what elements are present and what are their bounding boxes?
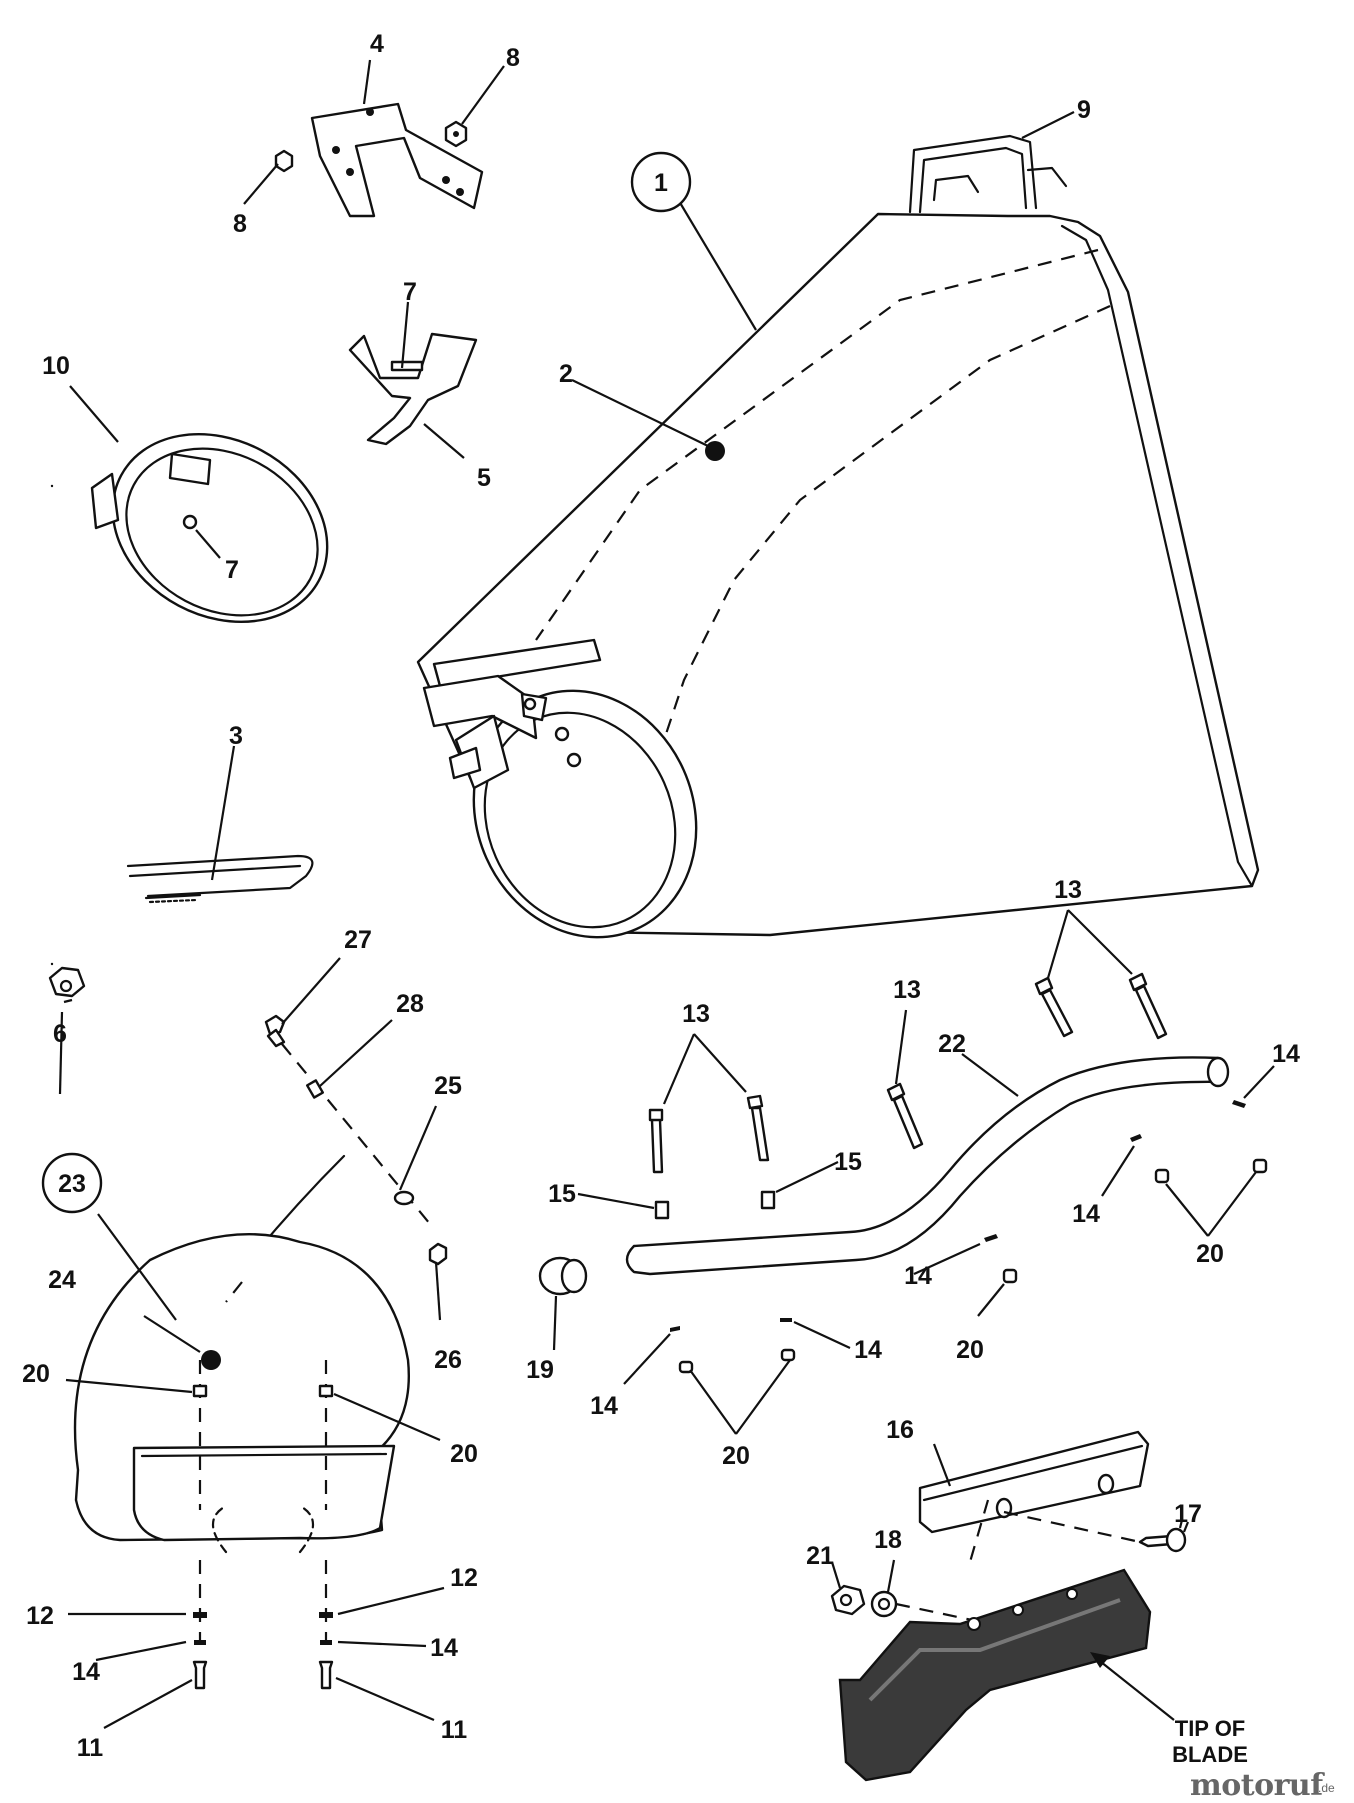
bushing-19 [538, 1256, 588, 1296]
callout-20-a: 20 [1196, 1240, 1224, 1268]
callout-8-top: 8 [506, 44, 520, 72]
bolt-path-18 [895, 1602, 973, 1622]
callout-14-b: 14 [1072, 1200, 1100, 1228]
nut-8-right [444, 120, 468, 148]
reference-dot-24 [201, 1350, 221, 1370]
nut-8-left [274, 149, 294, 173]
callout-10: 10 [42, 352, 70, 380]
watermark-suffix: .de [1318, 1781, 1335, 1795]
bracket-16 [918, 1430, 1150, 1534]
tube-22 [625, 1056, 1230, 1276]
callout-18: 18 [874, 1526, 902, 1554]
callout-24: 24 [48, 1266, 76, 1294]
callout-17: 17 [1174, 1500, 1202, 1528]
callout-circle-1 [630, 151, 692, 213]
watermark-logo: motoruf [1190, 1768, 1323, 1803]
bolt-path-17 [1003, 1510, 1141, 1544]
blade-label-line2: BLADE [1172, 1742, 1248, 1767]
callout-13-a: 13 [682, 1000, 710, 1028]
callout-7-ring: 7 [225, 556, 239, 584]
callout-27: 27 [344, 926, 372, 954]
callout-19: 19 [526, 1356, 554, 1384]
callout-4: 4 [370, 30, 384, 58]
callout-circle-23 [41, 1152, 103, 1214]
blade-label-line1: TIP OF [1175, 1716, 1246, 1741]
callout-12-right: 12 [450, 1564, 478, 1592]
bolt-17 [1138, 1527, 1187, 1553]
callout-14-e: 14 [854, 1336, 882, 1364]
callout-28: 28 [396, 990, 424, 1018]
nut-6 [48, 484, 86, 998]
callout-5: 5 [477, 464, 491, 492]
callout-26: 26 [434, 1346, 462, 1374]
callout-7-top: 7 [403, 278, 417, 306]
callout-12-left: 12 [26, 1602, 54, 1630]
bracket-5 [348, 332, 478, 446]
callout-14-f: 14 [72, 1658, 100, 1686]
spacers-15 [654, 1190, 776, 1220]
rod-3 [126, 854, 314, 904]
callout-20-c: 20 [722, 1442, 750, 1470]
lockwasher-18 [870, 1590, 898, 1618]
nuts-20-and-washers-14 [670, 1100, 1268, 1374]
callout-1: 1 [654, 169, 668, 197]
blade-arrow [1095, 1657, 1175, 1721]
callout-22: 22 [938, 1030, 966, 1058]
callout-11-left: 11 [77, 1734, 104, 1762]
reference-dot-2 [705, 441, 725, 461]
callout-9: 9 [1077, 96, 1091, 124]
callout-15-left: 15 [548, 1180, 576, 1208]
callout-14-d: 14 [590, 1392, 618, 1420]
blade-tip [838, 1568, 1152, 1782]
callout-13-c: 13 [1054, 876, 1082, 904]
callout-8-left: 8 [233, 210, 247, 238]
deflector-23 [73, 1233, 410, 1690]
chute-assembly-1 [416, 134, 1260, 939]
callout-20-b: 20 [956, 1336, 984, 1364]
callout-14-g: 14 [430, 1634, 458, 1662]
callout-14-a: 14 [1272, 1040, 1300, 1068]
callout-23: 23 [58, 1170, 86, 1198]
callout-16: 16 [886, 1416, 914, 1444]
callout-20-d: 20 [22, 1360, 50, 1388]
callout-2: 2 [559, 360, 573, 388]
callout-20-e: 20 [450, 1440, 478, 1468]
callout-13-b: 13 [893, 976, 921, 1004]
callout-3: 3 [229, 722, 243, 750]
callout-11-right: 11 [441, 1716, 468, 1744]
callout-21: 21 [806, 1542, 834, 1570]
callout-15-right: 15 [834, 1148, 862, 1176]
bolts-13 [648, 972, 1168, 1174]
clamp-ring-10 [90, 432, 329, 624]
fastener-stack-27-28-25-26 [238, 1014, 448, 1274]
callout-6: 6 [53, 1020, 67, 1048]
callout-25: 25 [434, 1072, 462, 1100]
nut-21 [830, 1584, 866, 1616]
callout-14-c: 14 [904, 1262, 932, 1290]
bracket-4 [310, 102, 484, 218]
bolt-path-16 [968, 1499, 990, 1563]
leader-lines [58, 59, 1275, 1729]
